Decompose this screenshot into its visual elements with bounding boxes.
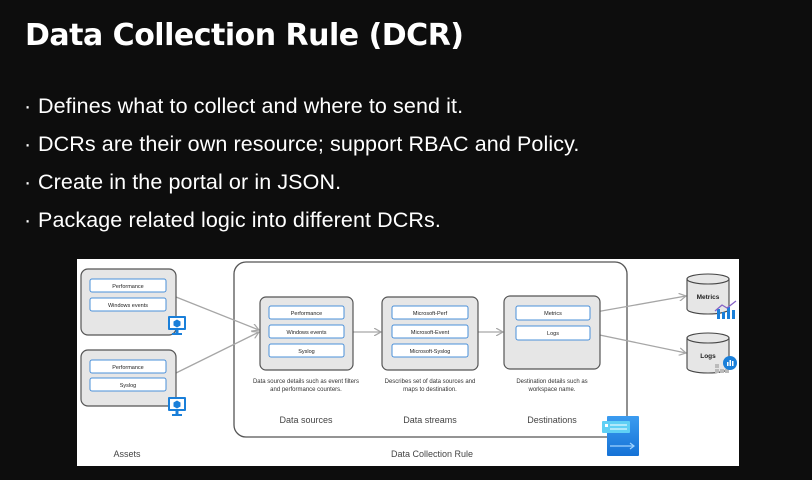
data-collection-rule-label: Data Collection Rule xyxy=(390,449,474,459)
pill xyxy=(268,343,345,358)
bullet-dot: · xyxy=(24,94,32,118)
pill xyxy=(268,305,345,320)
pill-label: Logs xyxy=(547,331,559,337)
pill xyxy=(515,305,591,321)
arrow-to-logs xyxy=(589,332,686,353)
bullet-text: Create in the portal or in JSON. xyxy=(38,170,342,194)
metrics-store xyxy=(686,273,730,315)
pill-label: Performance xyxy=(112,365,144,371)
pill-label: Performance xyxy=(112,284,144,290)
pill-label: Metrics xyxy=(544,311,562,317)
pill xyxy=(268,324,345,339)
data-sources-description: Data source details such as event filter… xyxy=(252,379,360,393)
bullet-list: ·Defines what to collect and where to se… xyxy=(24,91,579,243)
data-collection-rule-icon xyxy=(602,416,639,456)
pill-label: Windows events xyxy=(108,303,148,309)
bullet-dot: · xyxy=(24,208,32,232)
pill-label: Syslog xyxy=(298,349,315,355)
metrics-store-label: Metrics xyxy=(697,294,720,301)
bullet-dot: · xyxy=(24,132,32,156)
dcr-diagram: Metrics Logs Performance Windows events … xyxy=(77,259,739,466)
pill xyxy=(89,278,167,293)
destinations-description: Destination details such as workspace na… xyxy=(516,379,588,393)
bullet-item: ·DCRs are their own resource; support RB… xyxy=(24,129,579,167)
diagram-canvas: Metrics Logs Performance Windows events … xyxy=(80,261,737,456)
pill-label: Windows events xyxy=(286,330,326,336)
pill-label: Microsoft-Event xyxy=(411,330,450,336)
virtual-machine-icon xyxy=(168,397,186,416)
arrow-asset2-to-sources xyxy=(175,332,259,374)
arrow-to-metrics xyxy=(589,296,686,314)
pill xyxy=(515,325,591,341)
pill xyxy=(391,305,469,320)
bullet-item: ·Defines what to collect and where to se… xyxy=(24,91,579,129)
pill xyxy=(391,324,469,339)
bullet-text: Package related logic into different DCR… xyxy=(38,208,441,232)
logs-store-label: Logs xyxy=(700,353,716,360)
bullet-text: DCRs are their own resource; support RBA… xyxy=(38,132,580,156)
data-streams-label: Data streams xyxy=(403,415,457,425)
pill-label: Microsoft-Perf xyxy=(413,311,448,317)
pill-label: Syslog xyxy=(120,383,137,389)
data-streams-description: Describes set of data sources and maps t… xyxy=(384,379,476,393)
bullet-item: ·Create in the portal or in JSON. xyxy=(24,167,579,205)
data-sources-label: Data sources xyxy=(279,415,333,425)
log-analytics-icon xyxy=(715,356,737,373)
assets-label: Assets xyxy=(113,449,141,459)
bullet-item: ·Package related logic into different DC… xyxy=(24,205,579,243)
virtual-machine-icon xyxy=(168,316,186,335)
pill xyxy=(89,377,167,392)
metrics-chart-icon xyxy=(714,300,737,319)
slide-title: Data Collection Rule (DCR) xyxy=(25,18,464,53)
pill xyxy=(89,297,167,312)
pill-label: Microsoft-Syslog xyxy=(410,349,451,355)
bullet-dot: · xyxy=(24,170,32,194)
bullet-text: Defines what to collect and where to sen… xyxy=(38,94,464,118)
pill xyxy=(391,343,469,358)
pill-label: Performance xyxy=(291,311,323,317)
arrow-asset1-to-sources xyxy=(175,296,259,330)
pill xyxy=(89,359,167,374)
destinations-label: Destinations xyxy=(527,415,577,425)
